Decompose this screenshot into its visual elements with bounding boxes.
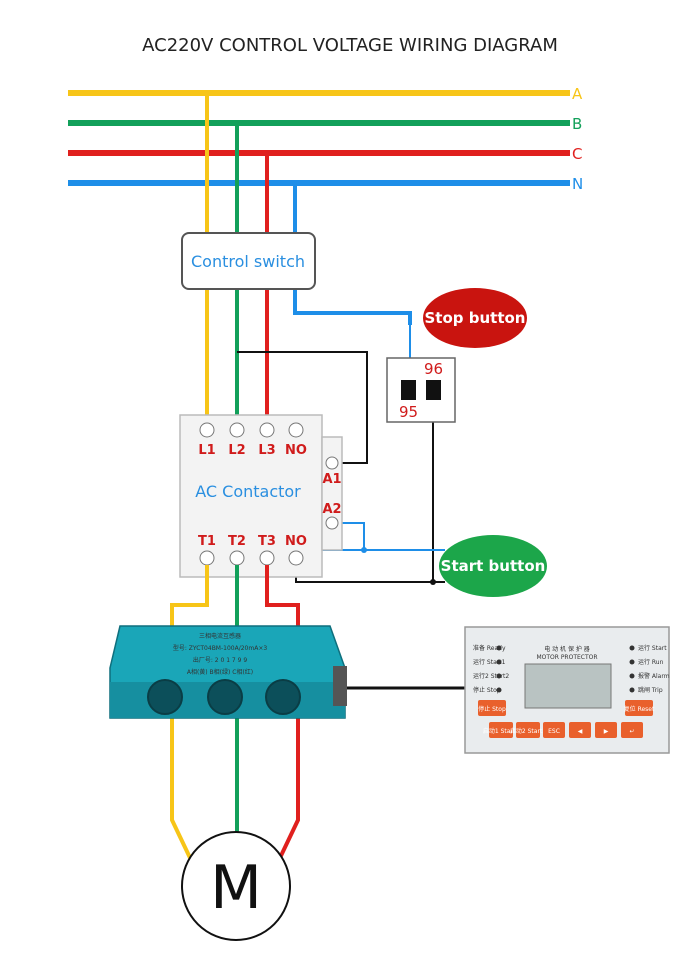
ct-text-2: 型号: ZYCT04BM-100A/20mA×3 bbox=[173, 644, 268, 652]
motor-protector: 电 动 机 保 护 器 MOTOR PROTECTOR 准备 Ready 运行 … bbox=[464, 626, 670, 754]
terminal-95-label: 95 bbox=[399, 403, 418, 421]
start-button: Start button bbox=[439, 535, 547, 597]
start-button-label: Start button bbox=[441, 557, 546, 575]
bus-n-label: N bbox=[572, 175, 583, 193]
motor-label: M bbox=[210, 853, 262, 923]
bus-a-label: A bbox=[572, 85, 583, 103]
ct-hole-a bbox=[147, 679, 183, 715]
key-stop bbox=[478, 700, 506, 716]
ct-connector bbox=[333, 666, 347, 706]
led-right-2: 运行 Run bbox=[638, 658, 664, 666]
protector-title-en: MOTOR PROTECTOR bbox=[536, 654, 597, 661]
led-left-1: 准备 Ready bbox=[473, 644, 506, 652]
protector-keys: 停止 Stop 复位 Reset 启动1 Start1 启动2 Start2 E… bbox=[478, 700, 655, 738]
key-start1 bbox=[489, 722, 513, 738]
terminal-no-top: NO bbox=[285, 443, 307, 458]
stop-button-label: Stop button bbox=[425, 309, 526, 327]
contactor-top-screws bbox=[199, 422, 304, 438]
svg-text:停止 Stop: 停止 Stop bbox=[478, 705, 506, 713]
terminal-96 bbox=[426, 380, 441, 400]
key-reset bbox=[625, 700, 653, 716]
terminal-t2: T2 bbox=[228, 534, 246, 549]
junction-a2 bbox=[361, 547, 367, 553]
led-right-1: 运行 Start bbox=[638, 644, 667, 652]
wire-b-to-a1 bbox=[237, 351, 368, 464]
wire-red-motor bbox=[276, 718, 300, 863]
contactor-coil-side bbox=[321, 436, 343, 551]
led-left-4: 停止 Stop bbox=[473, 686, 501, 694]
bus-b-label: B bbox=[572, 115, 582, 133]
control-switch-label: Control switch bbox=[191, 252, 305, 271]
terminal-l1: L1 bbox=[198, 443, 215, 458]
contactor-label: AC Contactor bbox=[195, 482, 301, 501]
protector-right-leds: 运行 Start 运行 Run 报警 Alarm 跳闸 Trip bbox=[629, 644, 670, 694]
led-right-4: 跳闸 Trip bbox=[638, 686, 663, 694]
svg-text:▶: ▶ bbox=[604, 728, 609, 735]
terminal-a1: A1 bbox=[322, 472, 341, 487]
svg-text:复位 Reset: 复位 Reset bbox=[624, 705, 655, 713]
protector-title-cn: 电 动 机 保 护 器 bbox=[544, 645, 590, 653]
contactor-body bbox=[179, 414, 323, 578]
key-left bbox=[569, 722, 591, 738]
terminal-a2: A2 bbox=[322, 502, 341, 517]
led-left-3: 运行2 Start2 bbox=[473, 672, 509, 680]
terminal-95 bbox=[401, 380, 416, 400]
svg-text:启动1 Start1: 启动1 Start1 bbox=[483, 727, 519, 735]
terminal-no-bottom: NO bbox=[285, 534, 307, 549]
ct-text-3: 出厂号: 2 0 1 7 9 9 bbox=[193, 656, 248, 664]
control-switch: Control switch bbox=[181, 232, 316, 290]
svg-text:◀: ◀ bbox=[578, 728, 583, 735]
ct-hole-c bbox=[265, 679, 301, 715]
led-right-3: 报警 Alarm bbox=[638, 672, 670, 680]
key-enter bbox=[621, 722, 643, 738]
svg-text:启动2 Start2: 启动2 Start2 bbox=[510, 727, 546, 735]
stop-terminal-block: 96 95 bbox=[386, 357, 456, 423]
load-wires-lower bbox=[170, 718, 300, 863]
terminal-t1: T1 bbox=[198, 534, 216, 549]
ct-text-1: 三相电流互感器 bbox=[199, 632, 241, 640]
stop-button-shape bbox=[423, 288, 527, 348]
control-switch-box bbox=[181, 232, 316, 290]
ct-hole-b bbox=[207, 679, 243, 715]
coil-screws bbox=[325, 456, 339, 530]
terminal-l2: L2 bbox=[228, 443, 245, 458]
protector-display bbox=[524, 663, 612, 709]
terminal-96-label: 96 bbox=[424, 360, 443, 378]
stop-terminal-box bbox=[386, 357, 456, 423]
key-start2 bbox=[516, 722, 540, 738]
svg-text:↵: ↵ bbox=[629, 728, 634, 735]
svg-text:ESC: ESC bbox=[548, 728, 560, 735]
junction-start bbox=[430, 579, 436, 585]
ac-contactor: L1 L2 L3 NO T1 T2 T3 NO A1 A2 AC Contact… bbox=[179, 414, 343, 578]
led-left-2: 运行 Start1 bbox=[473, 658, 506, 666]
bus-c-label: C bbox=[572, 145, 582, 163]
motor: M bbox=[181, 831, 291, 941]
terminal-l3: L3 bbox=[258, 443, 275, 458]
phase-buses: A B C N bbox=[68, 85, 583, 193]
stop-button: Stop button bbox=[423, 288, 527, 348]
key-right bbox=[595, 722, 617, 738]
load-wires-upper bbox=[170, 565, 300, 628]
start-button-shape bbox=[439, 535, 547, 597]
current-transformer: 三相电流互感器 型号: ZYCT04BM-100A/20mA×3 出厂号: 2 … bbox=[109, 625, 347, 719]
protector-left-leds: 准备 Ready 运行 Start1 运行2 Start2 停止 Stop bbox=[473, 644, 509, 694]
diagram-title: AC220V CONTROL VOLTAGE WIRING DIAGRAM bbox=[142, 35, 558, 56]
motor-circle bbox=[181, 831, 291, 941]
key-esc bbox=[543, 722, 565, 738]
ct-text-4: A相(黄) B相(绿) C相(红) bbox=[187, 668, 253, 676]
wire-yellow-motor bbox=[170, 718, 194, 863]
terminal-t3: T3 bbox=[258, 534, 276, 549]
